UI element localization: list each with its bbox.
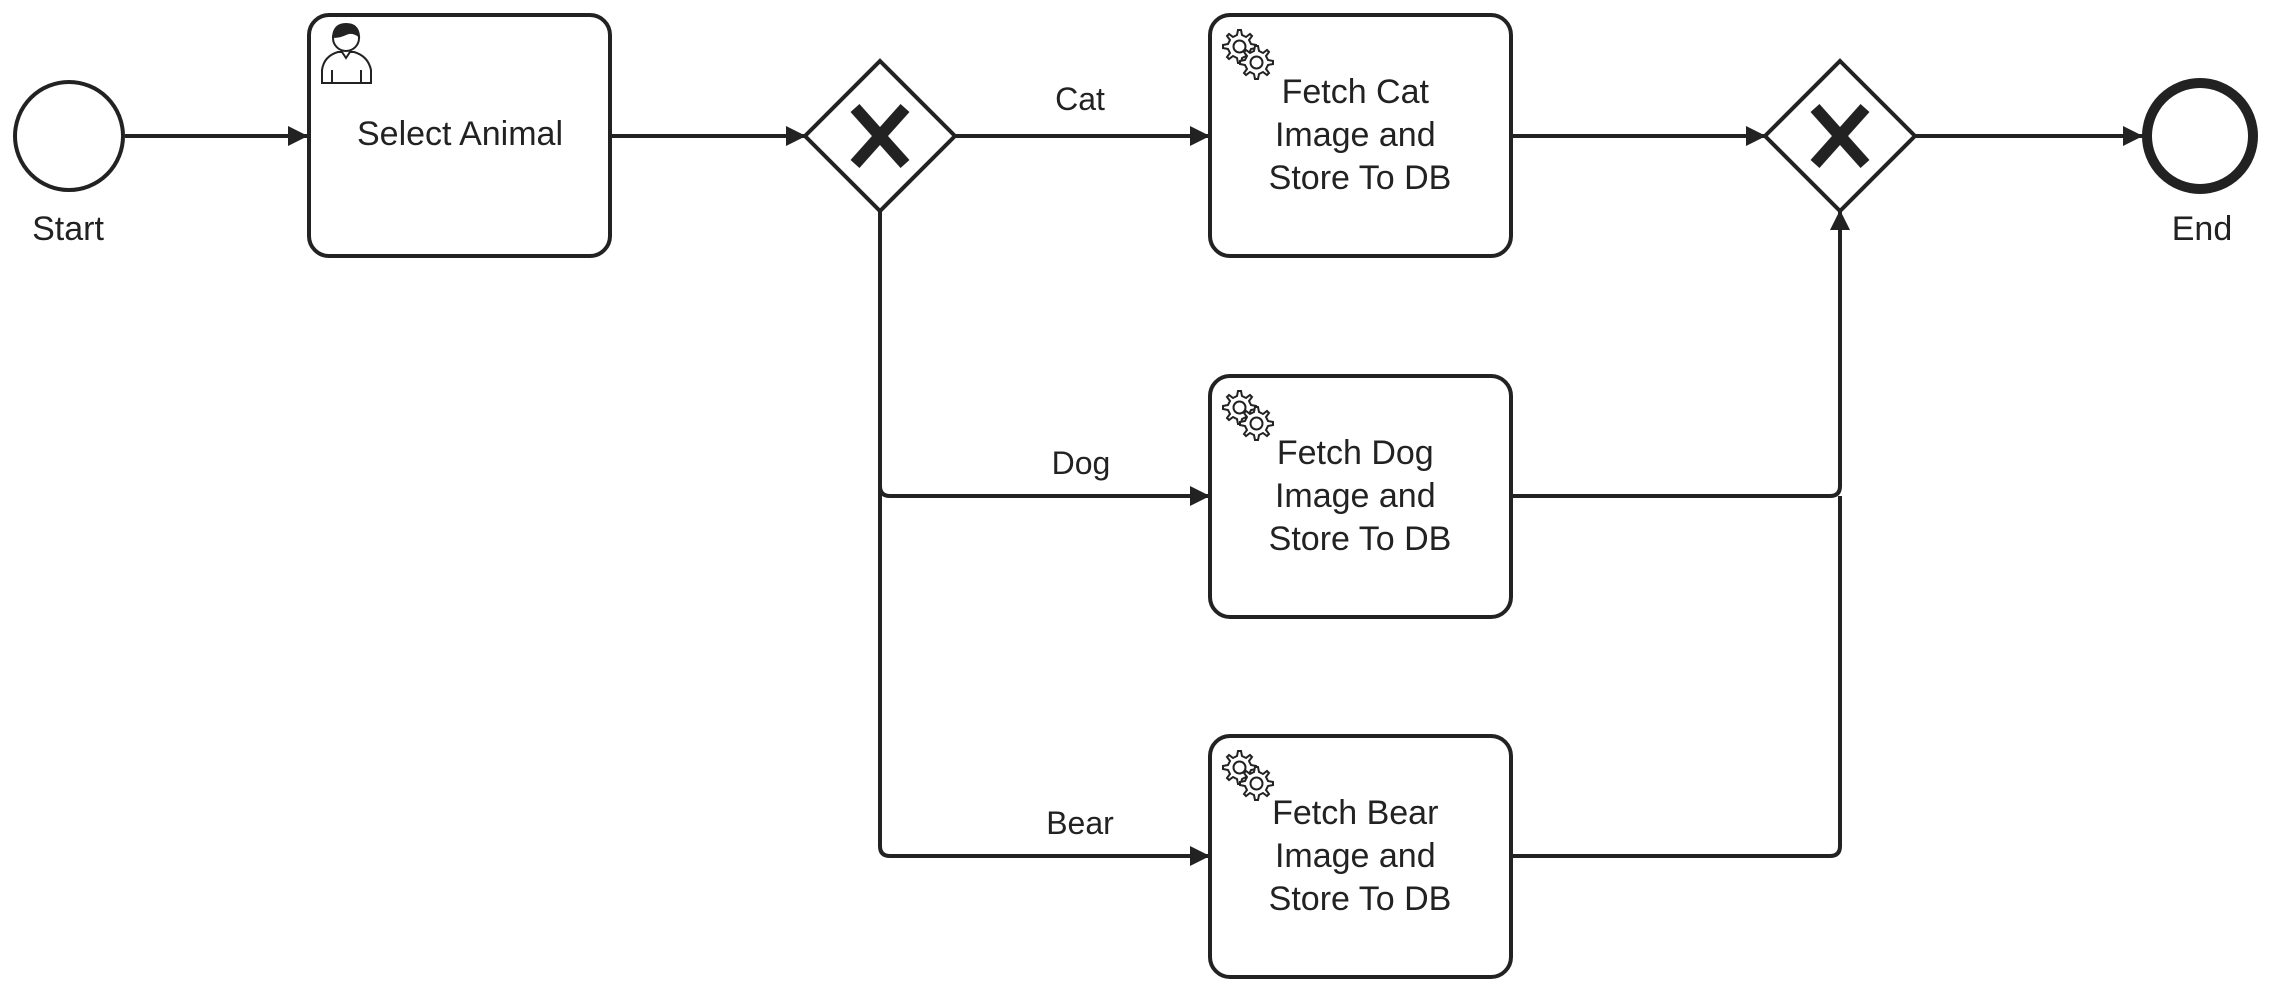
task-select-animal[interactable]: Select Animal	[307, 13, 612, 258]
flow-gateway-to-dog[interactable]	[878, 210, 1210, 506]
flow-label-cat: Cat	[1055, 81, 1105, 117]
user-icon	[321, 22, 372, 84]
task-fetch-bear[interactable]: Fetch Bear Image and Store To DB	[1208, 734, 1513, 979]
sequence-flows	[125, 126, 2143, 866]
task-fetch-cat[interactable]: Fetch Cat Image and Store To DB	[1208, 13, 1513, 258]
end-event[interactable]	[2142, 78, 2258, 194]
end-event-label: End	[2172, 210, 2233, 248]
task-select-animal-label: Select Animal	[357, 115, 563, 153]
task-fetch-dog-label: Fetch Dog Image and Store To DB	[1269, 434, 1452, 558]
gateway-x-marker	[850, 104, 910, 168]
gateway-x-marker	[1810, 104, 1870, 168]
split-gateway[interactable]	[802, 58, 958, 214]
flow-label-bear: Bear	[1046, 805, 1114, 841]
flow-gateway-to-bear[interactable]	[878, 486, 1210, 866]
task-fetch-cat-label: Fetch Cat Image and Store To DB	[1269, 73, 1452, 197]
flow-dog-to-merge[interactable]	[1510, 210, 1850, 498]
merge-gateway[interactable]	[1762, 58, 1918, 214]
task-fetch-bear-label: Fetch Bear Image and Store To DB	[1269, 794, 1452, 918]
flow-bear-to-merge[interactable]	[1510, 496, 1842, 858]
flow-label-dog: Dog	[1052, 445, 1111, 481]
task-fetch-dog[interactable]: Fetch Dog Image and Store To DB	[1208, 374, 1513, 619]
start-event-label: Start	[32, 210, 104, 248]
start-event[interactable]	[13, 80, 125, 192]
